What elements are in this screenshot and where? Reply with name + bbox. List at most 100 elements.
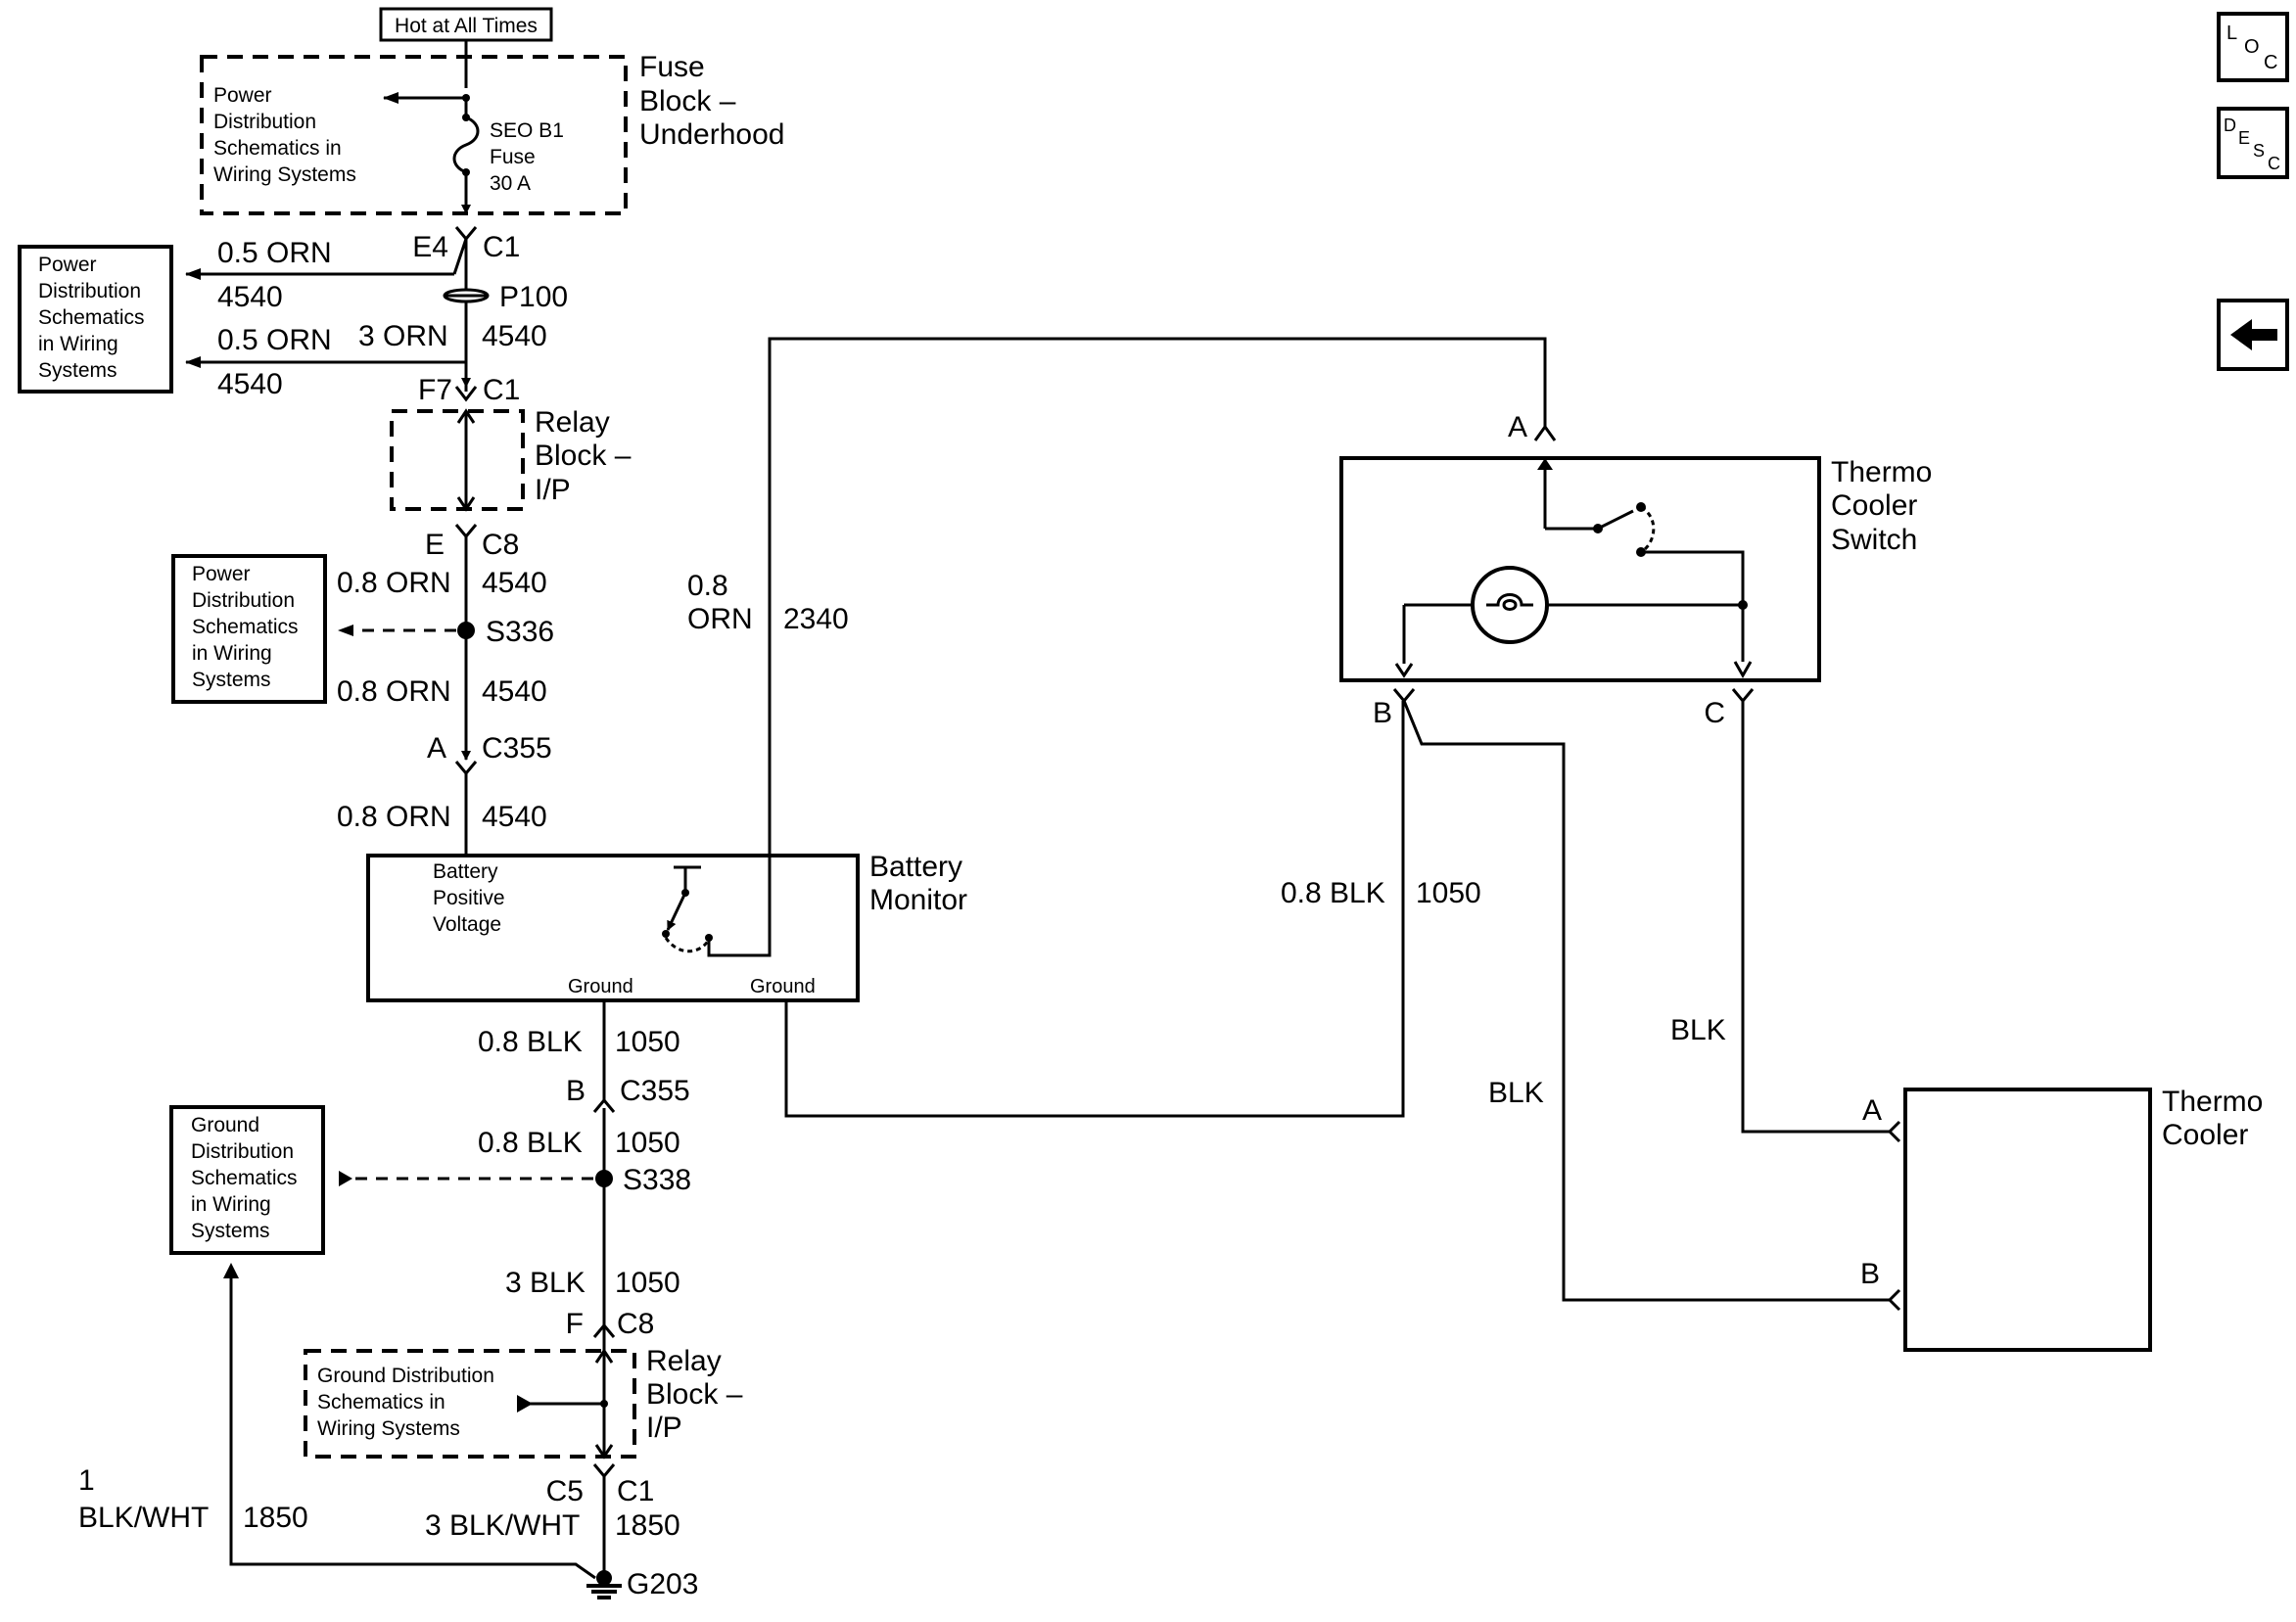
loc-button[interactable]: L O C bbox=[2217, 12, 2289, 82]
svg-text:Monitor: Monitor bbox=[869, 884, 967, 916]
ref-box-ground-distribution[interactable]: Ground Distribution Schematics in Wiring… bbox=[169, 1105, 325, 1255]
circuit-number: 4540 bbox=[482, 320, 547, 352]
pin-b: B bbox=[566, 1075, 586, 1107]
wire-label: 1 bbox=[78, 1464, 95, 1497]
svg-text:in Wiring: in Wiring bbox=[191, 1193, 271, 1216]
thermo-cooler-title: Thermo Cooler bbox=[2162, 1086, 2263, 1151]
svg-text:Wiring Systems: Wiring Systems bbox=[213, 163, 356, 186]
circuit-number: 1050 bbox=[615, 1127, 680, 1159]
svg-text:Schematics in: Schematics in bbox=[213, 137, 342, 160]
battery-monitor bbox=[366, 854, 860, 1002]
circuit-number: 4540 bbox=[482, 567, 547, 599]
svg-text:Schematics in: Schematics in bbox=[317, 1391, 445, 1413]
connector-label-c1: C1 bbox=[483, 231, 520, 263]
hot-at-all-times-label: Hot at All Times bbox=[379, 7, 553, 42]
wire-label: 0.8 bbox=[687, 570, 728, 602]
battery-monitor-switch bbox=[662, 337, 1547, 957]
switch-pin-c bbox=[1731, 688, 1755, 704]
svg-text:Wiring Systems: Wiring Systems bbox=[317, 1417, 460, 1440]
splice-label: S338 bbox=[623, 1164, 691, 1196]
thermo-cooler-switch bbox=[1339, 456, 1821, 682]
svg-text:in Wiring: in Wiring bbox=[192, 642, 272, 665]
cooler-pin-a bbox=[1887, 1120, 1901, 1143]
pin-f7: F7 bbox=[418, 374, 452, 406]
battery-monitor-title: Battery Monitor bbox=[869, 851, 967, 916]
pin-b: B bbox=[1373, 697, 1392, 729]
connector-c8-bottom bbox=[592, 1322, 616, 1338]
svg-text:Block –: Block – bbox=[646, 1378, 743, 1411]
circuit-number: 4540 bbox=[482, 675, 547, 708]
wire-label: 3 BLK/WHT bbox=[425, 1509, 580, 1542]
svg-text:Underhood: Underhood bbox=[639, 118, 784, 151]
ground-pin-label: Ground bbox=[750, 976, 816, 997]
pin-a: A bbox=[1508, 411, 1527, 443]
svg-text:Distribution: Distribution bbox=[191, 1140, 294, 1163]
desc-button[interactable]: D E S C bbox=[2217, 107, 2289, 179]
svg-text:Power: Power bbox=[213, 84, 272, 107]
svg-text:SEO B1: SEO B1 bbox=[490, 119, 564, 142]
svg-text:Systems: Systems bbox=[192, 669, 271, 691]
connector-label-c355: C355 bbox=[620, 1075, 690, 1107]
pin-e: E bbox=[425, 529, 445, 561]
svg-text:Distribution: Distribution bbox=[38, 280, 141, 302]
desc-letter: S bbox=[2253, 141, 2265, 161]
svg-text:Relay: Relay bbox=[646, 1345, 722, 1377]
circuit-number: 1050 bbox=[1416, 877, 1481, 909]
battery-positive-voltage-text: Battery Positive Voltage bbox=[433, 860, 505, 936]
relay-block-ip-top bbox=[390, 409, 525, 511]
ref-box-power-distribution-1[interactable]: Power Distribution Schematics in Wiring … bbox=[18, 245, 173, 394]
wire-label: 3 ORN bbox=[358, 320, 448, 352]
pin-c5: C5 bbox=[546, 1475, 584, 1507]
svg-text:Schematics: Schematics bbox=[191, 1167, 298, 1189]
circuit-number: 1850 bbox=[243, 1502, 308, 1534]
circuit-number: 1850 bbox=[615, 1509, 680, 1542]
svg-text:Ground Distribution: Ground Distribution bbox=[317, 1365, 494, 1387]
splice-label: S336 bbox=[486, 616, 554, 648]
svg-text:Schematics: Schematics bbox=[38, 306, 145, 329]
splice-s338 bbox=[595, 1170, 613, 1187]
splice-s336 bbox=[457, 622, 475, 639]
svg-text:Systems: Systems bbox=[38, 359, 117, 382]
pin-a: A bbox=[427, 732, 446, 765]
svg-text:Ground: Ground bbox=[191, 1114, 259, 1136]
connector-label-c8: C8 bbox=[482, 529, 519, 561]
circuit-number: 2340 bbox=[783, 603, 849, 635]
desc-letter: D bbox=[2224, 116, 2236, 135]
pin-b: B bbox=[1860, 1258, 1880, 1290]
connector-c355-bottom bbox=[592, 1097, 616, 1113]
loc-letter: L bbox=[2226, 23, 2237, 44]
pin-a: A bbox=[1862, 1094, 1882, 1127]
fuse-block-title: Fuse Block – Underhood bbox=[639, 51, 784, 151]
svg-text:I/P: I/P bbox=[535, 474, 571, 506]
svg-text:Positive: Positive bbox=[433, 887, 505, 909]
svg-text:Battery: Battery bbox=[433, 860, 498, 883]
cooler-pin-b bbox=[1887, 1288, 1901, 1312]
desc-letter: E bbox=[2238, 128, 2250, 148]
relay-block-bottom-ref-text: Ground Distribution Schematics in Wiring… bbox=[317, 1365, 494, 1440]
fuse-block-underhood bbox=[200, 55, 628, 215]
svg-text:30 A: 30 A bbox=[490, 172, 531, 195]
svg-text:Block –: Block – bbox=[535, 440, 632, 472]
connector-label-c355: C355 bbox=[482, 732, 552, 765]
thermo-cooler bbox=[1903, 1088, 2152, 1352]
relay-block-bottom-title: Relay Block – I/P bbox=[646, 1345, 743, 1444]
circuit-number: 1050 bbox=[615, 1267, 680, 1299]
desc-letter: C bbox=[2268, 154, 2280, 173]
pin-c: C bbox=[1704, 697, 1725, 729]
svg-text:Distribution: Distribution bbox=[213, 111, 316, 133]
circuit-number: 1050 bbox=[615, 1026, 680, 1058]
svg-text:Switch: Switch bbox=[1831, 524, 1917, 556]
wire-label: 0.8 ORN bbox=[337, 567, 451, 599]
svg-text:Systems: Systems bbox=[191, 1220, 270, 1242]
svg-text:Fuse: Fuse bbox=[490, 146, 536, 168]
connector-c1 bbox=[454, 226, 478, 242]
wire-label: 0.5 ORN bbox=[217, 237, 332, 269]
ref-box-power-distribution-2[interactable]: Power Distribution Schematics in Wiring … bbox=[171, 554, 327, 704]
connector-c1-bottom bbox=[592, 1463, 616, 1479]
svg-text:Cooler: Cooler bbox=[1831, 489, 1917, 522]
back-button[interactable] bbox=[2217, 299, 2289, 371]
svg-text:Schematics: Schematics bbox=[192, 616, 299, 638]
svg-text:Power: Power bbox=[38, 254, 97, 276]
thermo-cooler-switch-title: Thermo Cooler Switch bbox=[1831, 456, 1932, 556]
